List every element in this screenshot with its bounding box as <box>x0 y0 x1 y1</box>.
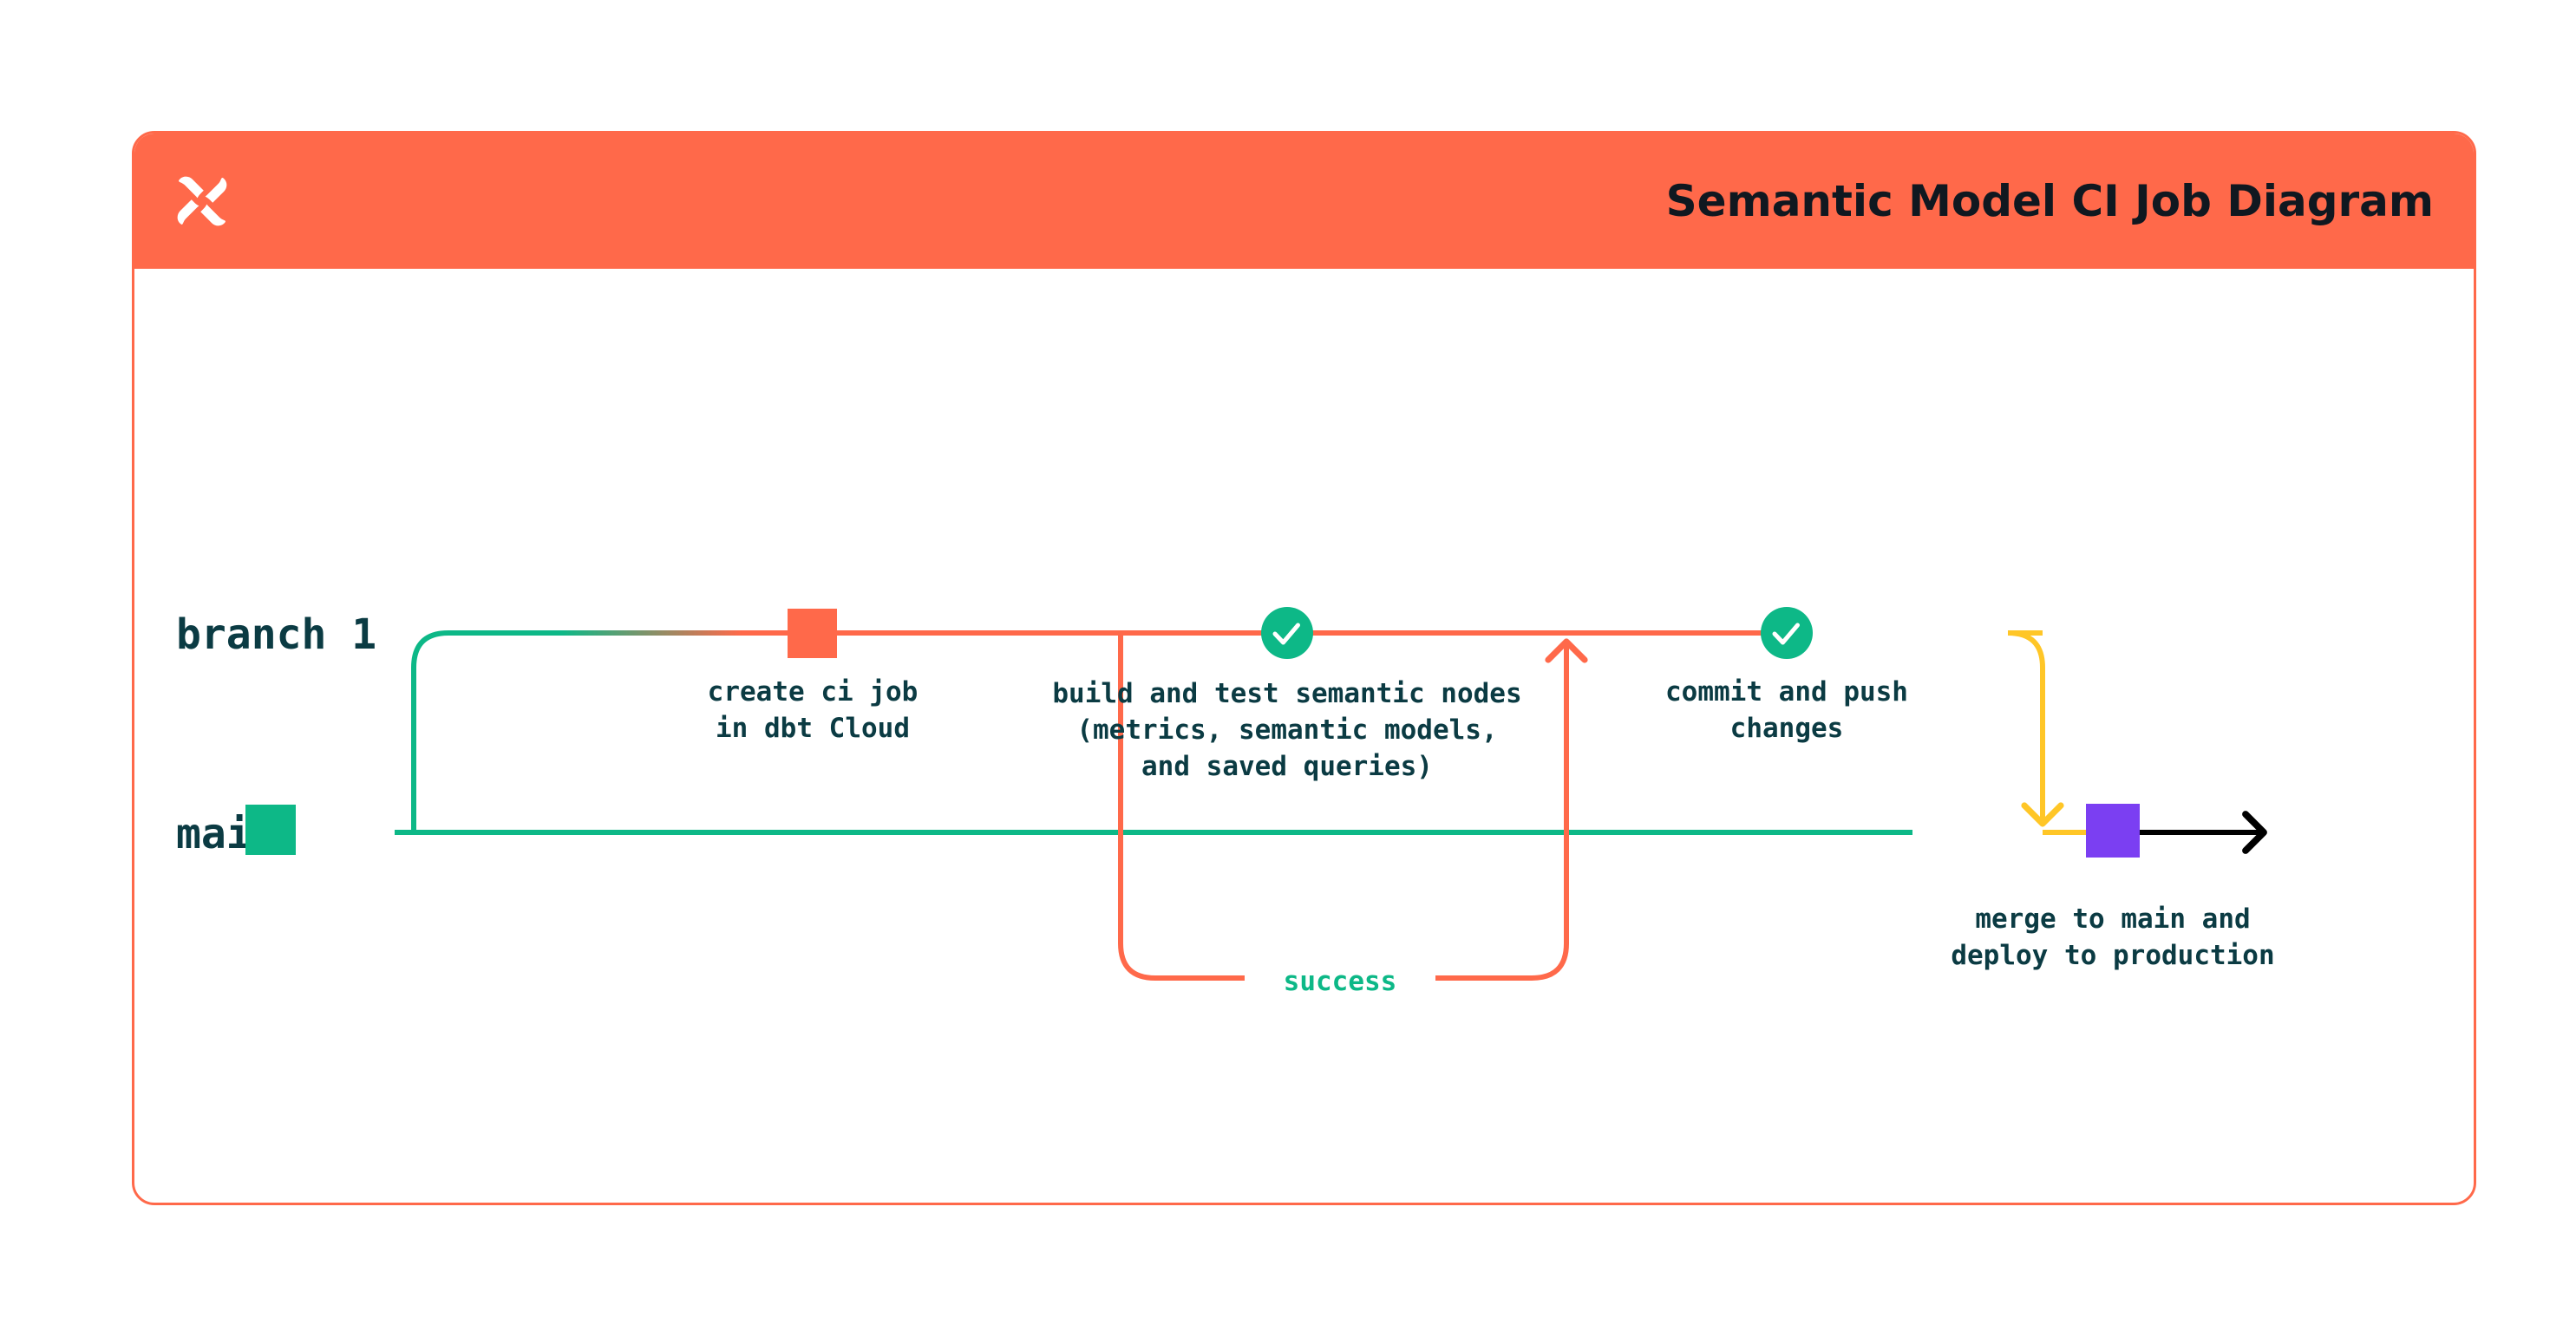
node-commit-and-push[interactable]: commit and push changes <box>1665 607 1908 744</box>
create-ci-job-label-line-2: in dbt Cloud <box>716 713 910 744</box>
success-edge-label: success <box>1284 966 1397 997</box>
build-and-test-label-line-2: (metrics, semantic models, <box>1076 714 1497 746</box>
build-and-test-label-line-3: and saved queries) <box>1141 751 1433 782</box>
merge-down-corner <box>2007 630 2045 789</box>
node-create-ci-job[interactable]: create ci job in dbt Cloud <box>708 609 919 744</box>
branch-off-edge <box>411 630 742 832</box>
merge-to-main-label-line-2: deploy to production <box>1951 940 2274 971</box>
lane-main: main <box>176 805 2038 858</box>
check-icon <box>1272 623 1300 645</box>
diagram-body: main branch 1 create ci job in dbt Cloud <box>134 269 2474 1203</box>
check-icon <box>1772 623 1800 645</box>
dbt-logo-icon <box>171 170 233 232</box>
success-loop-right-path <box>1435 676 1569 981</box>
success-loop-left-path <box>1118 633 1245 981</box>
main-start-commit-node[interactable] <box>245 805 296 855</box>
create-ci-job-commit-square[interactable] <box>788 609 837 658</box>
node-build-and-test[interactable]: build and test semantic nodes (metrics, … <box>1052 607 1522 782</box>
create-ci-job-label-line-1: create ci job <box>708 676 919 708</box>
build-and-test-label-line-1: build and test semantic nodes <box>1052 678 1521 709</box>
merge-to-main-commit-square[interactable] <box>2086 804 2140 858</box>
edge-merge-down <box>2007 630 2086 835</box>
commit-and-push-status-circle[interactable] <box>1761 607 1813 659</box>
build-and-test-status-circle[interactable] <box>1261 607 1313 659</box>
diagram-card: Semantic Model CI Job Diagram <box>132 131 2476 1205</box>
page-title: Semantic Model CI Job Diagram <box>1665 176 2434 226</box>
card-header: Semantic Model CI Job Diagram <box>134 134 2474 269</box>
node-merge-to-main[interactable]: merge to main and deploy to production <box>1951 804 2275 971</box>
commit-and-push-label-line-1: commit and push <box>1665 676 1908 708</box>
lane-label-branch1: branch 1 <box>176 610 376 659</box>
commit-and-push-label-line-2: changes <box>1730 713 1844 744</box>
edge-success-loop: success <box>1118 633 1588 997</box>
merge-to-main-label-line-1: merge to main and <box>1975 903 2250 935</box>
